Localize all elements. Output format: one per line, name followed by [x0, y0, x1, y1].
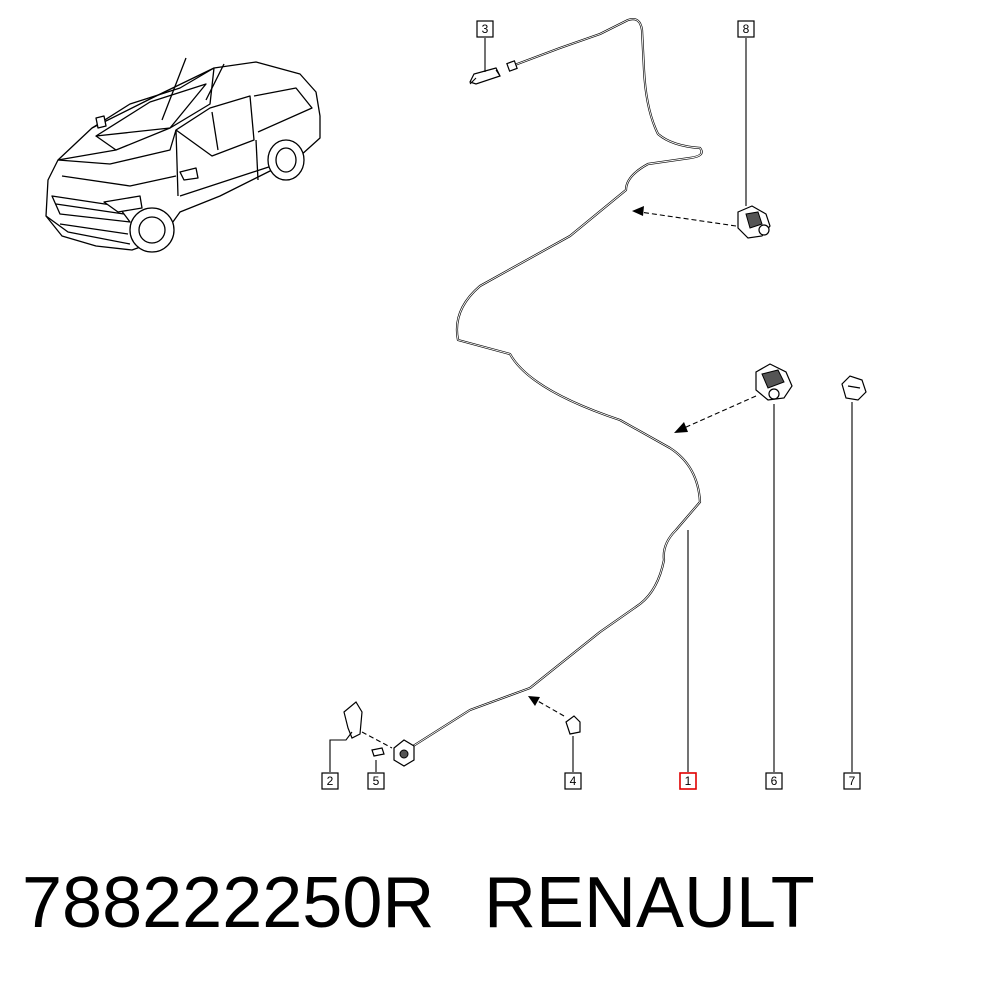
leader-lines — [329, 38, 853, 772]
part-2-handle — [343, 701, 363, 739]
callout-3: 3 — [476, 20, 494, 38]
part-6-clip — [755, 363, 793, 401]
arrow-6 — [674, 422, 688, 433]
part-5-lever — [371, 739, 415, 767]
callout-2: 2 — [321, 772, 339, 790]
brand-name: RENAULT — [484, 863, 815, 943]
svg-text:1: 1 — [685, 774, 692, 788]
hood-release-cable — [408, 18, 703, 750]
part-number: 788222250R — [22, 863, 435, 943]
callout-5: 5 — [367, 772, 385, 790]
svg-text:6: 6 — [771, 774, 778, 788]
svg-text:2: 2 — [327, 774, 334, 788]
arrow-4 — [528, 696, 540, 706]
dash-2-to-lever — [361, 731, 393, 749]
callout-4: 4 — [564, 772, 582, 790]
part-7-clip — [841, 375, 867, 401]
callout-8: 8 — [737, 20, 755, 38]
callout-1[interactable]: 1 — [679, 772, 697, 790]
svg-text:3: 3 — [482, 22, 489, 36]
part-4-clip — [565, 715, 581, 735]
dash-8-to-cable — [639, 211, 737, 227]
part-3-pin — [469, 67, 501, 85]
arrow-8 — [632, 206, 644, 216]
svg-text:4: 4 — [570, 774, 577, 788]
callout-6: 6 — [765, 772, 783, 790]
part-8-clip — [737, 205, 771, 239]
svg-text:7: 7 — [849, 774, 856, 788]
dash-6-to-cable — [683, 395, 757, 429]
car-illustration — [45, 57, 321, 253]
callout-7: 7 — [843, 772, 861, 790]
dash-4-to-cable — [535, 699, 565, 717]
svg-text:5: 5 — [373, 774, 380, 788]
svg-text:8: 8 — [743, 22, 750, 36]
